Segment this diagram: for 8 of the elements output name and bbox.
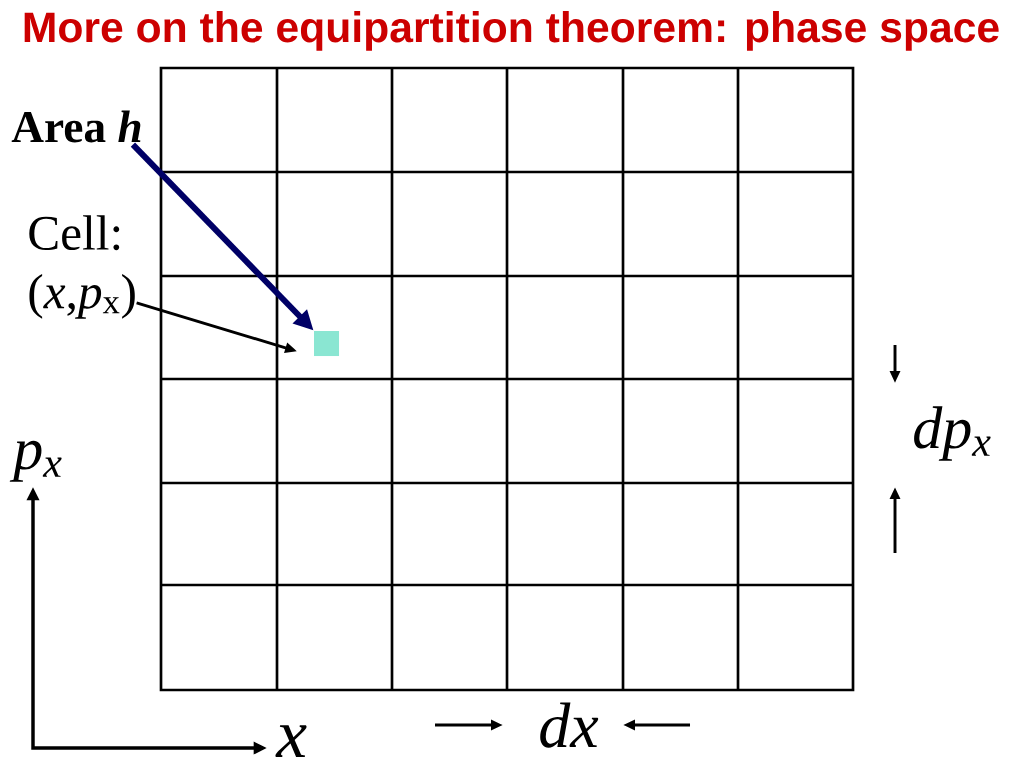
dimension-label: dp$_{x}$ bbox=[914, 406, 991, 461]
cell-square bbox=[313, 331, 340, 357]
title: More on the equipartition theorem: phase space bbox=[24, 11, 999, 51]
axis-label: x bbox=[275, 725, 307, 757]
axis-label: p$_{x}$ bbox=[9, 440, 62, 482]
dimension-label: dx bbox=[540, 702, 599, 748]
callout-text: Cell: (x,p$_{x}$) bbox=[29, 215, 135, 319]
callout-text: Area h bbox=[11, 110, 141, 143]
